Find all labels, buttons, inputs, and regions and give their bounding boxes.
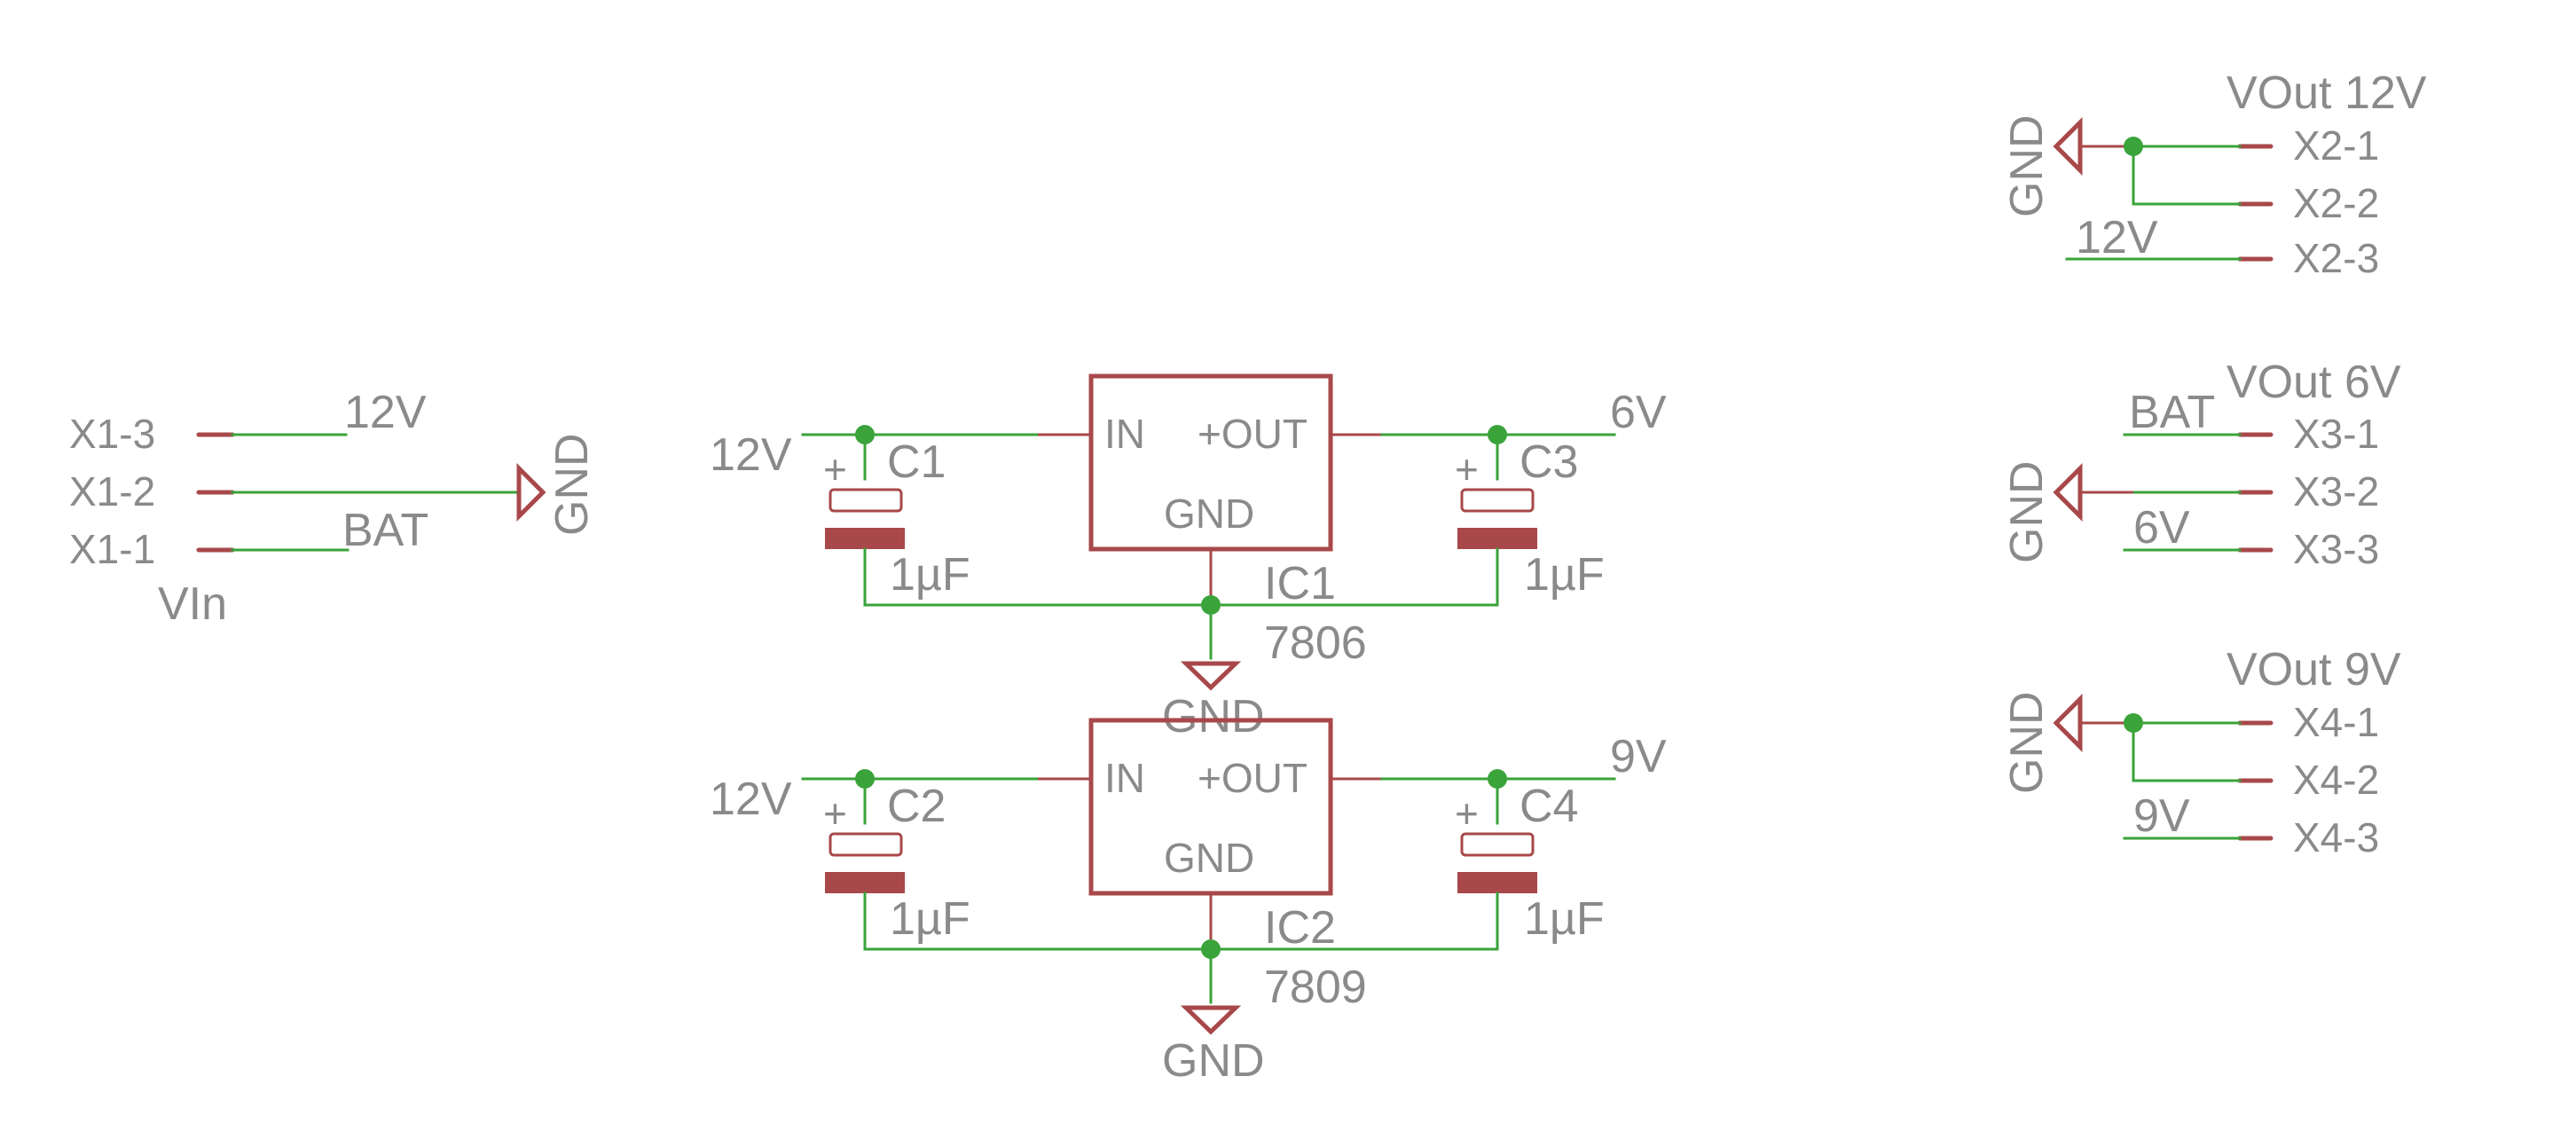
cap-value: 1µF <box>1524 893 1605 945</box>
capacitor-c3: + C3 1µF <box>1455 433 1605 607</box>
polarity-mark: + <box>823 790 847 837</box>
cap-value: 1µF <box>890 893 970 945</box>
cap-name: C4 <box>1520 781 1578 832</box>
gnd-label: GND <box>546 433 598 536</box>
ic-pin-out: +OUT <box>1198 755 1308 801</box>
vout-6v-connector: VOut 6V GND BAT 6V X3-1 X3-2 X3-3 <box>2001 357 2401 572</box>
gnd-symbol: GND <box>516 433 598 536</box>
out-net-label: 9V <box>1610 731 1667 782</box>
ic-name: IC1 <box>1264 558 1336 609</box>
ic-name: IC2 <box>1264 902 1336 954</box>
gnd-label: GND <box>1162 691 1265 742</box>
vout-net-label: 9V <box>2133 790 2190 842</box>
cap-value: 1µF <box>890 549 970 601</box>
gnd-label: GND <box>2001 460 2053 563</box>
vin-pin-label: X1-2 <box>69 468 155 515</box>
junction-dot <box>1488 769 1507 789</box>
vout-pin-label: X4-3 <box>2293 814 2379 860</box>
gnd-label: GND <box>1162 1035 1265 1087</box>
vin-net-label: BAT <box>342 505 428 556</box>
gnd-symbol: GND <box>1162 1005 1265 1087</box>
vout-12v-connector: VOut 12V GND 12V X2-1 X2-2 X2-3 <box>2001 67 2427 281</box>
regulator-ic2: IN +OUT GND IC2 7809 12V 9V + C2 1µF + C… <box>710 718 1667 1087</box>
vout-net-label: 6V <box>2133 502 2190 554</box>
vout-title: VOut 9V <box>2227 644 2401 695</box>
polarity-mark: + <box>1455 790 1479 837</box>
vout-net-label: 12V <box>2076 212 2158 263</box>
vout-pin-label: X3-2 <box>2293 468 2379 515</box>
vout-pin-label: X2-1 <box>2293 122 2379 169</box>
in-net-label: 12V <box>710 429 792 481</box>
gnd-label: GND <box>2001 114 2053 217</box>
polarity-mark: + <box>823 446 847 492</box>
cap-name: C1 <box>887 436 946 488</box>
capacitor-c1: + C1 1µF <box>823 433 970 607</box>
vout-title: VOut 12V <box>2227 67 2427 119</box>
ic-value: 7806 <box>1264 617 1367 669</box>
junction-dot <box>1488 425 1507 444</box>
in-net-label: 12V <box>710 774 792 825</box>
vout-pin-label: X4-2 <box>2293 757 2379 803</box>
junction-dot <box>2124 713 2143 733</box>
vin-pin-label: X1-3 <box>69 411 155 457</box>
vin-connector: X1-3 X1-2 X1-1 12V BAT VIn GND <box>69 387 598 630</box>
junction-dot <box>1201 939 1221 959</box>
junction-dot <box>1201 595 1221 615</box>
vin-title: VIn <box>158 578 227 630</box>
gnd-symbol <box>2053 116 2083 177</box>
gnd-label: GND <box>2001 691 2053 794</box>
regulator-ic1: IN +OUT GND IC1 7806 12V 6V + C1 1µF + C… <box>710 373 1667 742</box>
cap-name: C3 <box>1520 436 1578 488</box>
out-net-label: 6V <box>1610 387 1667 438</box>
vout-net-label: BAT <box>2129 387 2215 438</box>
vout-pin-label: X2-3 <box>2293 235 2379 281</box>
ic-pin-out: +OUT <box>1198 411 1308 457</box>
ic-pin-gnd: GND <box>1164 491 1254 537</box>
cap-name: C2 <box>887 781 946 832</box>
capacitor-c4: + C4 1µF <box>1455 777 1605 951</box>
vout-pin-label: X4-1 <box>2293 699 2379 745</box>
vout-pin-label: X3-1 <box>2293 411 2379 457</box>
polarity-mark: + <box>1455 446 1479 492</box>
junction-dot <box>2124 137 2143 156</box>
ic-pin-in: IN <box>1104 411 1145 457</box>
junction-dot <box>855 769 875 789</box>
gnd-symbol: GND <box>1162 661 1265 742</box>
vin-net-label: 12V <box>344 387 427 438</box>
vin-pin-label: X1-1 <box>69 526 155 572</box>
ic-pin-in: IN <box>1104 755 1145 801</box>
cap-value: 1µF <box>1524 549 1605 601</box>
vout-9v-connector: VOut 9V GND 9V X4-1 X4-2 X4-3 <box>2001 644 2401 860</box>
capacitor-c2: + C2 1µF <box>823 777 970 951</box>
vout-pin-label: X2-2 <box>2293 180 2379 226</box>
junction-dot <box>855 425 875 444</box>
ic-pin-gnd: GND <box>1164 835 1254 881</box>
vout-title: VOut 6V <box>2227 357 2401 408</box>
vout-pin-label: X3-3 <box>2293 526 2379 572</box>
ic-value: 7809 <box>1264 962 1367 1013</box>
gnd-symbol <box>2053 693 2083 753</box>
gnd-symbol <box>2053 462 2083 522</box>
